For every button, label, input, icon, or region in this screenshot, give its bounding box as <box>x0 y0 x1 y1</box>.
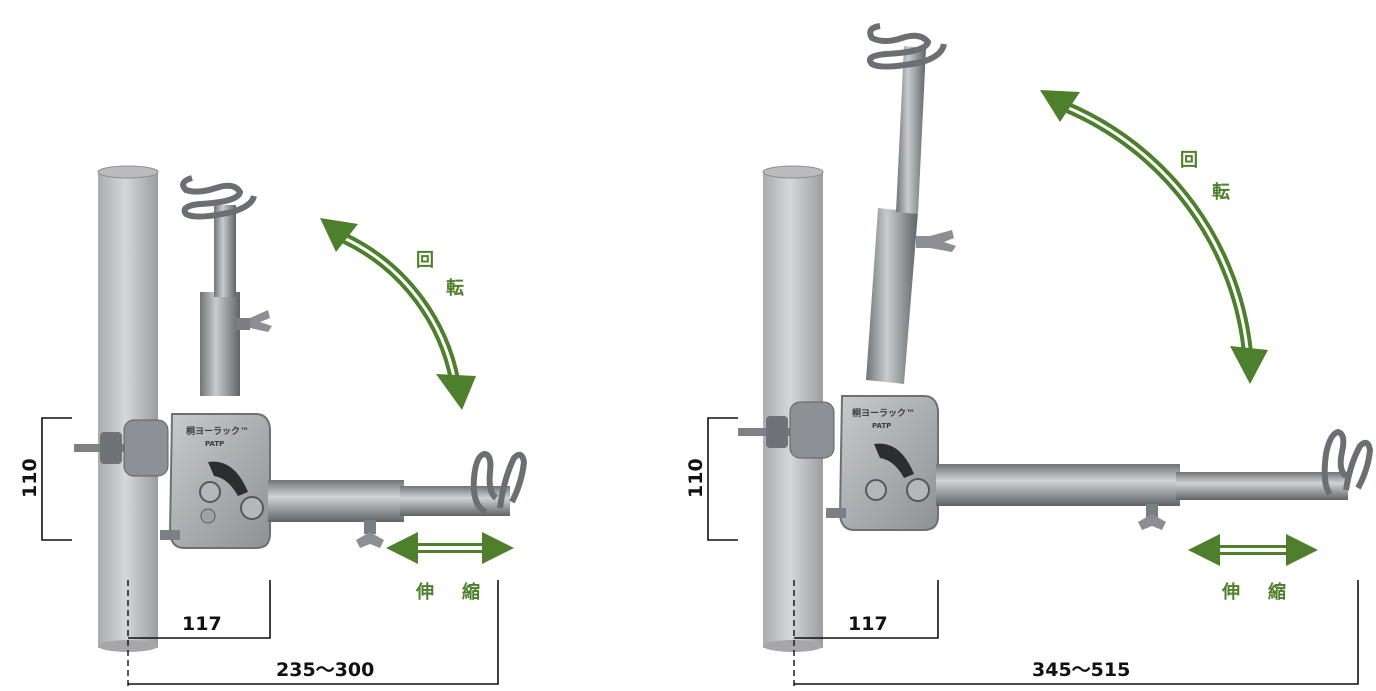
right-clamp-bolt <box>738 401 835 459</box>
left-vertical-rod <box>180 175 272 396</box>
right-dimension-lines <box>707 417 1359 686</box>
right-pipe-bottom <box>763 640 823 652</box>
left-reach-range: 235〜300 <box>276 659 374 681</box>
left-figure: 桐ヨーラック™ PATP 回 転 伸 縮 <box>19 165 528 686</box>
left-extend-label-2: 縮 <box>462 581 480 603</box>
right-vertical-rod <box>866 23 956 384</box>
left-horizontal-arm <box>268 450 528 548</box>
right-rotate-label-1: 回 <box>1180 150 1198 171</box>
right-clamp-plate: 桐ヨーラック™ PATP <box>826 395 939 531</box>
right-plate-sub: PATP <box>872 422 891 430</box>
left-reach-short: 117 <box>182 613 222 635</box>
left-pipe-top <box>97 165 159 179</box>
left-rotate-label-2: 転 <box>446 277 464 299</box>
left-rotate-label-1: 回 <box>416 250 434 271</box>
left-height-dim: 110 <box>19 458 41 498</box>
right-reach-short: 117 <box>848 613 888 635</box>
right-rotation-arrow <box>1040 90 1268 384</box>
right-horizontal-arm <box>936 428 1374 530</box>
left-clamp-bolt <box>74 419 169 477</box>
left-plate-text: 桐ヨーラック™ <box>186 425 249 437</box>
right-pipe-top <box>762 165 824 179</box>
left-plate-sub: PATP <box>205 440 224 448</box>
right-rotate-label-2: 転 <box>1212 181 1230 203</box>
left-extension-arrow <box>386 532 514 564</box>
left-clamp-plate: 桐ヨーラック™ PATP <box>160 413 271 549</box>
right-plate-text: 桐ヨーラック™ <box>852 407 915 419</box>
right-height-dim: 110 <box>685 458 707 498</box>
right-extension-arrow <box>1188 534 1318 566</box>
right-figure: 桐ヨーラック™ PATP 回 転 伸 縮 <box>685 23 1374 686</box>
left-dimension-lines <box>41 417 499 686</box>
right-extend-label-2: 縮 <box>1268 581 1286 603</box>
left-extend-label-1: 伸 <box>415 581 434 603</box>
right-extend-label-1: 伸 <box>1221 581 1240 603</box>
right-reach-range: 345〜515 <box>1032 659 1130 681</box>
left-rotation-arrow <box>320 218 476 410</box>
left-scaffold-pipe <box>98 170 158 648</box>
